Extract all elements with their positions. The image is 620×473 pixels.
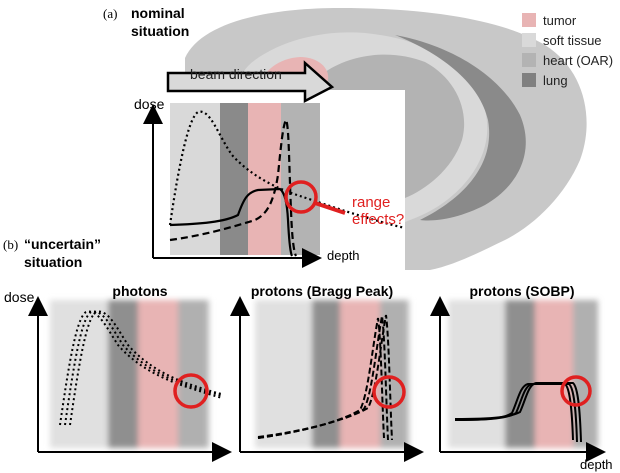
subplot-photons: photons dose [4,283,232,462]
legend-label: tumor [543,13,577,28]
subplot-bragg-peak-title: protons (Bragg Peak) [251,283,393,299]
legend-label: heart (OAR) [543,53,613,68]
panel-a-title-line1: nominal [131,5,185,21]
subplot-sobp-x-label: depth [580,457,613,472]
range-highlight-circle [284,180,318,214]
beam-direction-label: beam direction [190,66,282,82]
legend: tumor soft tissue heart (OAR) lung [522,13,613,88]
panel-a-marker: (a) [103,6,117,21]
range-effects-label-line2: effects? [352,211,404,228]
panel-a-title-line2: situation [131,23,189,39]
plot-a-axes [143,104,322,268]
subplot-sobp-title: protons (SOBP) [470,283,575,299]
panel-b-title-line1: “uncertain” [24,236,101,252]
subplot-photons-y-label: dose [4,289,35,305]
panel-b-marker: (b) [3,237,18,252]
panel-b-title-line2: situation [24,254,82,270]
beam-direction-arrow: beam direction [166,60,335,104]
legend-label: soft tissue [543,33,602,48]
plot-a-y-label: dose [134,96,165,112]
plot-a-bands [170,103,320,255]
heart-region [310,54,465,198]
legend-swatch [522,73,536,87]
sobp-curve [169,187,294,257]
plot-a-x-label: depth [327,248,360,263]
subplot-photons-bands [50,300,210,448]
range-effects-annotation: range effects? [284,180,404,228]
subplot-bragg-peak: protons (Bragg Peak) [230,283,424,462]
legend-swatch [522,33,536,47]
subplot-sobp: protons (SOBP) depth [430,283,613,472]
range-effects-label-line1: range [352,194,390,211]
legend-swatch [522,53,536,67]
lung-region [395,35,526,221]
legend-label: lung [543,73,568,88]
subplot-photons-title: photons [112,283,167,299]
legend-swatch [522,13,536,27]
